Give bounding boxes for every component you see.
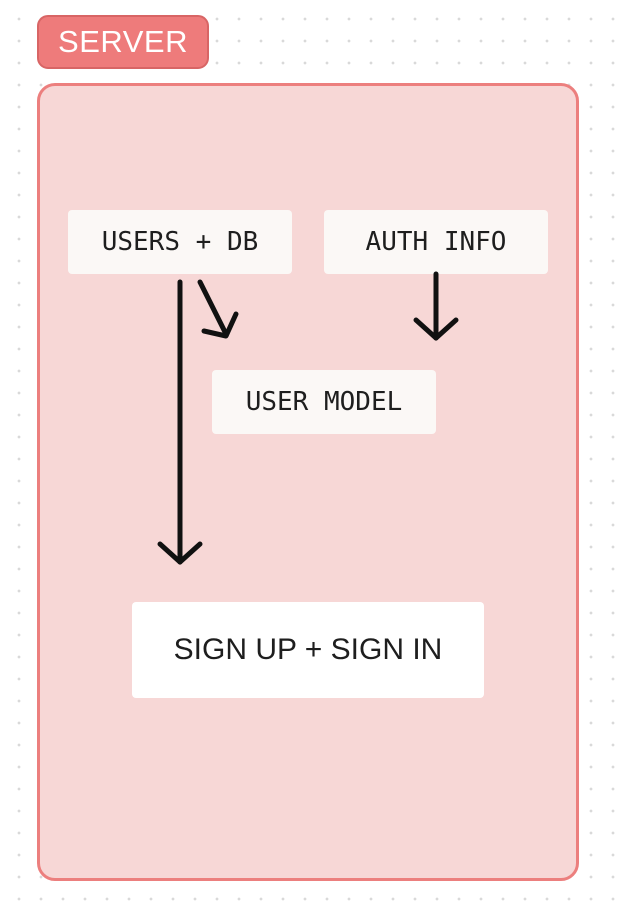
node-signup-signin[interactable]: SIGN UP + SIGN IN xyxy=(132,602,484,698)
arrow-authinfo-to-usermodel xyxy=(413,271,459,341)
arrow-usersdb-to-signup xyxy=(157,279,203,565)
node-auth-info[interactable]: AUTH INFO xyxy=(324,210,548,274)
node-users-db[interactable]: USERS + DB xyxy=(68,210,292,274)
arrow-usersdb-to-usermodel xyxy=(197,279,239,339)
node-user-model[interactable]: USER MODEL xyxy=(212,370,436,434)
server-label: SERVER xyxy=(37,15,209,69)
